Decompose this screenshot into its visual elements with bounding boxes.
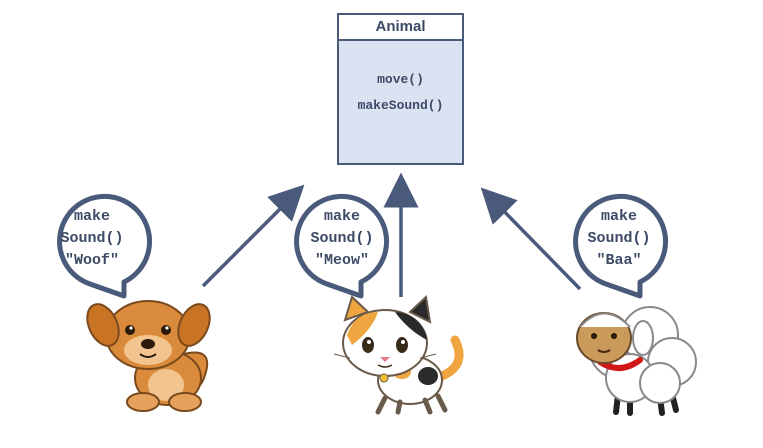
dog-bubble-line-2: Sound() <box>60 230 124 247</box>
dog-illustration <box>86 300 211 412</box>
dog-speech-bubble <box>57 193 153 299</box>
method-move: move() <box>377 72 424 87</box>
cat-speech-bubble <box>294 193 390 299</box>
cat-illustration <box>333 294 464 415</box>
dog-bubble-line-1: make <box>73 208 110 225</box>
dog-bubble-line-3: "Woof" <box>64 252 119 269</box>
sheep-inheritance-arrow <box>480 187 582 291</box>
sheep-bubble-text: make Sound() "Baa" <box>574 206 664 272</box>
sheep-illustration <box>576 306 697 416</box>
cat-bubble-line-1: make <box>323 208 360 225</box>
cat-bubble-line-3: "Meow" <box>314 252 369 269</box>
sheep-speech-bubble <box>573 193 669 299</box>
dog-bubble-text: make Sound() "Woof" <box>47 206 137 272</box>
sheep-bubble-line-1: make <box>600 208 637 225</box>
dog-inheritance-arrow <box>201 184 305 288</box>
class-name: Animal <box>339 15 462 41</box>
animal-class-box: Animal move() makeSound() <box>337 13 464 165</box>
sheep-bubble-line-3: "Baa" <box>596 252 642 269</box>
method-makesound: makeSound() <box>357 98 444 113</box>
cat-bubble-text: make Sound() "Meow" <box>297 206 387 272</box>
cat-bubble-line-2: Sound() <box>310 230 374 247</box>
sheep-bubble-line-2: Sound() <box>587 230 651 247</box>
